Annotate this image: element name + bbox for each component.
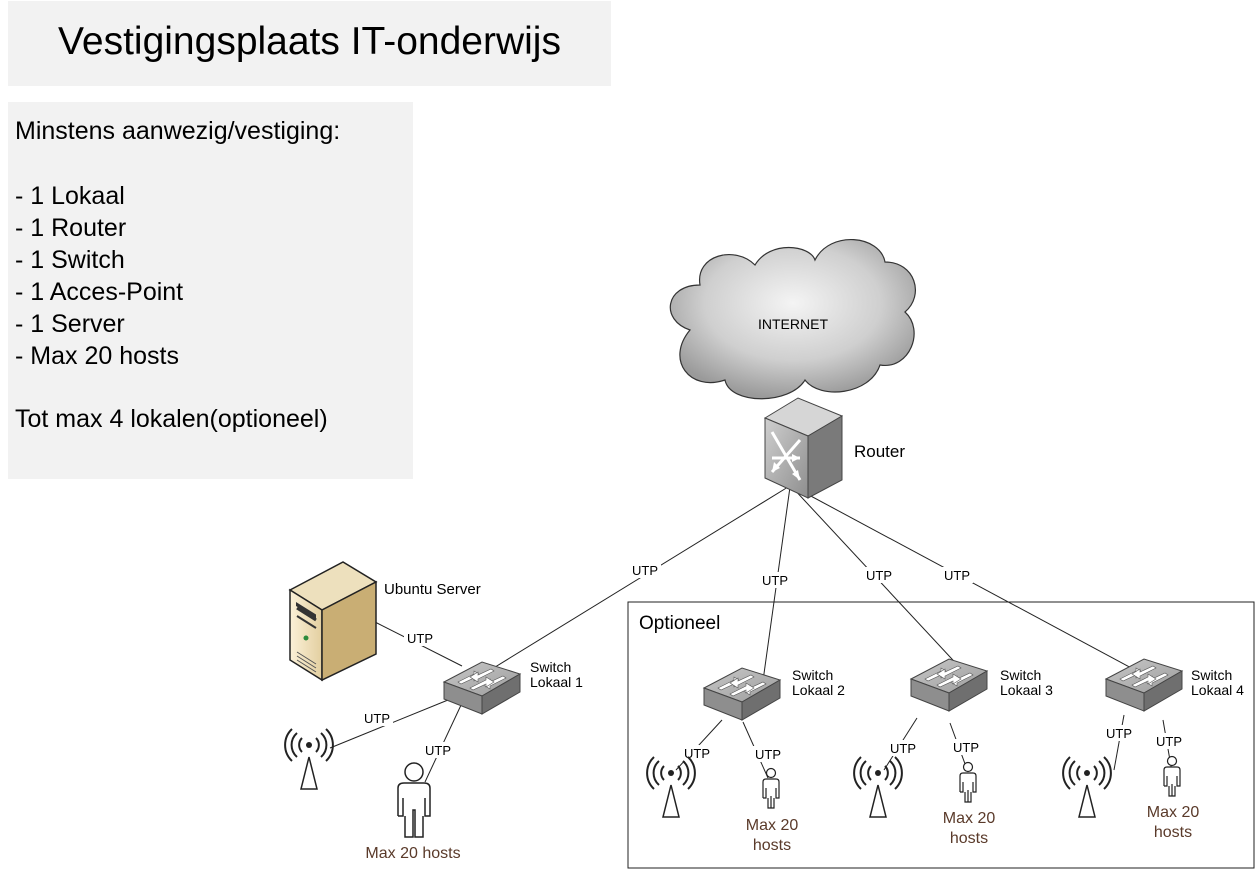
link-ap4-switch4 (1113, 714, 1125, 771)
utp-label: UTP (866, 568, 892, 583)
switch-icon (910, 658, 988, 712)
user-icon (1163, 755, 1181, 797)
requirement-item: - 1 Acces-Point (15, 278, 184, 306)
server-label: Ubuntu Server (384, 581, 481, 598)
requirement-item: - Max 20 hosts (15, 342, 179, 370)
title-panel: Vestigingsplaats IT-onderwijs (8, 1, 611, 86)
utp-label: UTP (425, 743, 451, 758)
utp-label: UTP (684, 746, 710, 761)
switch-icon (443, 661, 521, 715)
utp-label: UTP (953, 740, 979, 755)
switch-label: Lokaal 3 (1000, 682, 1053, 698)
host-label: Max 20 (943, 810, 996, 827)
utp-label: UTP (1156, 734, 1182, 749)
switch-label: Lokaal 4 (1191, 682, 1244, 698)
user-icon (397, 762, 431, 838)
switch-label: Switch (1000, 667, 1041, 683)
access-point-icon (284, 728, 334, 790)
requirements-list: - 1 Lokaal - 1 Router - 1 Switch - 1 Acc… (15, 180, 183, 372)
router-icon (763, 397, 844, 499)
utp-label: UTP (762, 573, 788, 588)
requirements-footer: Tot max 4 lokalen(optioneel) (15, 405, 328, 433)
user-icon (762, 767, 780, 809)
host-labels: Max 20 hosts Max 20 hosts Max 20 hosts M… (365, 804, 1199, 862)
switch-label: Lokaal 1 (530, 674, 583, 690)
host-label: Max 20 (746, 817, 799, 834)
host-label: hosts (950, 830, 988, 847)
internet-label: INTERNET (758, 316, 828, 332)
utp-label: UTP (364, 711, 390, 726)
optional-label: Optioneel (639, 613, 720, 634)
switch-icon (703, 667, 781, 721)
optional-area-box (627, 601, 1255, 869)
utp-label: UTP (632, 563, 658, 578)
utp-labels: UTP UTP UTP UTP UTP UTP UTP UTP UTP UTP … (361, 562, 1185, 762)
requirement-item: - 1 Router (15, 214, 127, 242)
requirement-item: - 1 Server (15, 310, 125, 338)
host-label: Max 20 hosts (365, 845, 460, 862)
switch-icon (1105, 658, 1183, 712)
router-label: Router (854, 442, 905, 461)
switch-label: Switch (530, 659, 571, 675)
host-label: hosts (753, 837, 791, 854)
switch-label: Switch (792, 667, 833, 683)
switch-label: Switch (1191, 667, 1232, 683)
host-label: hosts (1154, 824, 1192, 841)
utp-label: UTP (890, 741, 916, 756)
utp-label: UTP (944, 568, 970, 583)
user-icon (959, 761, 977, 803)
server-icon (288, 561, 378, 682)
requirement-item: - 1 Switch (15, 246, 125, 274)
host-label: Max 20 (1147, 804, 1200, 821)
cloud-icon: INTERNET (669, 238, 916, 400)
switch-label: Lokaal 2 (792, 682, 845, 698)
requirements-heading: Minstens aanwezig/vestiging: (15, 117, 341, 145)
access-point-icon (1062, 756, 1112, 818)
utp-label: UTP (755, 747, 781, 762)
requirements-panel: Minstens aanwezig/vestiging: - 1 Lokaal … (8, 102, 413, 479)
link-router-switch1 (486, 486, 789, 673)
utp-label: UTP (1106, 726, 1132, 741)
access-point-icon (646, 756, 696, 818)
links (329, 486, 1173, 783)
utp-label: UTP (407, 631, 433, 646)
page-title: Vestigingsplaats IT-onderwijs (58, 20, 561, 63)
access-point-icon (853, 756, 903, 818)
requirement-item: - 1 Lokaal (15, 182, 125, 210)
